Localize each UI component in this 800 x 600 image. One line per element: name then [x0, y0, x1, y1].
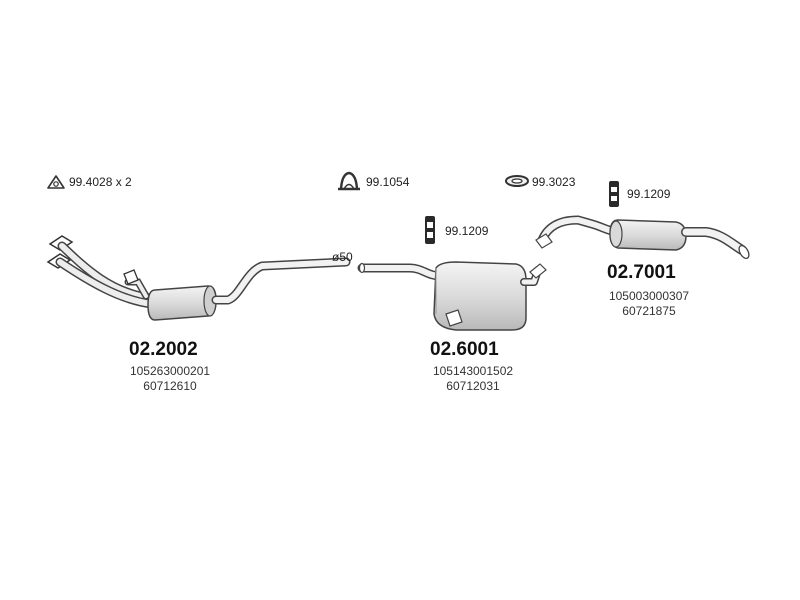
- part-number: 02.7001: [607, 262, 676, 283]
- u-clamp-icon: [338, 171, 360, 191]
- exhaust-part-02-2002: [46, 235, 351, 321]
- exhaust-part-02-7001: [535, 215, 750, 260]
- oe-reference: 105003000307: [608, 289, 690, 303]
- triangle-gasket-icon: [47, 175, 65, 189]
- accessory-code-hanger: 99.1209: [445, 224, 489, 238]
- pipe-diameter-label: ø50: [332, 250, 353, 264]
- oe-reference: 60712610: [143, 379, 197, 393]
- oe-reference: 60712031: [446, 379, 500, 393]
- rubber-hanger-icon: [425, 216, 435, 244]
- accessory-code-hanger: 99.1209: [627, 187, 671, 201]
- oe-reference: 105263000201: [129, 364, 211, 378]
- rubber-hanger-icon: [609, 181, 619, 207]
- exhaust-part-02-6001: [357, 261, 547, 331]
- oe-reference: 60721875: [622, 304, 676, 318]
- accessory-code-clamp: 99.1054: [366, 175, 410, 189]
- accessory-code-gasket: 99.4028 x 2: [69, 175, 132, 189]
- part-number: 02.2002: [129, 339, 198, 360]
- accessory-code-ring: 99.3023: [532, 175, 576, 189]
- oval-ring-icon: [505, 175, 529, 187]
- part-number: 02.6001: [430, 339, 499, 360]
- oe-reference: 105143001502: [432, 364, 514, 378]
